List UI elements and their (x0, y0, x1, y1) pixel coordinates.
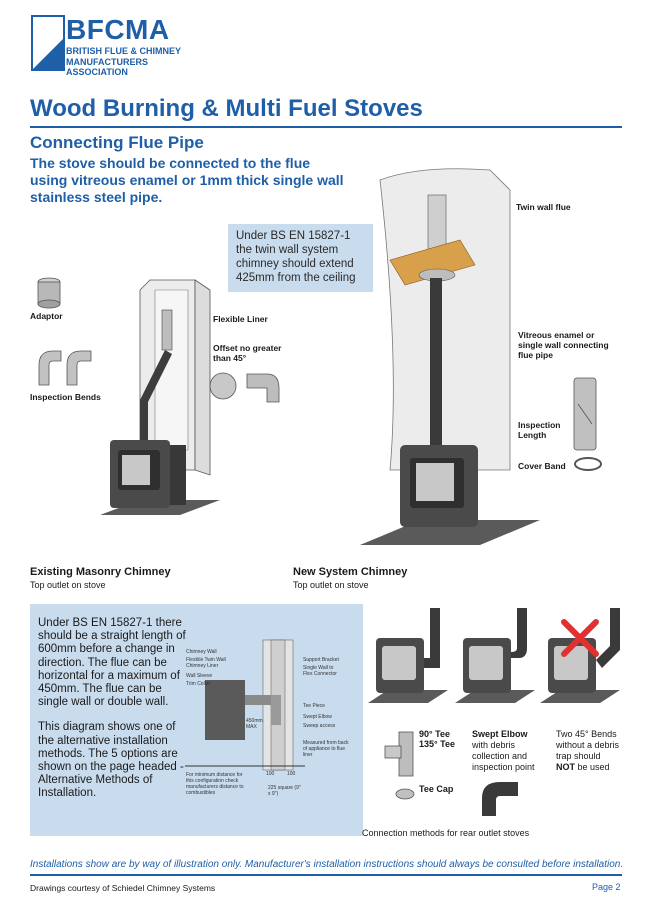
masonry-caption-title: Existing Masonry Chimney (30, 566, 171, 578)
installation-para-1: Under BS EN 15827-1 there should be a st… (38, 617, 186, 709)
dl-combustibles: For minimum distance for this configurat… (186, 772, 244, 796)
dl-squares: 225 square (9" x 9") (268, 785, 301, 797)
dl-sweep-access: Sweep access (303, 723, 336, 729)
dl-wall-sleeve: Wall Sleeve (186, 673, 213, 679)
inspection-bends-icon (38, 350, 92, 386)
adaptor-label: Adaptor (30, 311, 63, 321)
vitreous-label: Vitreous enamel or single wall connectin… (518, 330, 609, 360)
dl-dim-100a: 100 (266, 771, 275, 777)
installation-schematic (185, 639, 305, 771)
offset-label-line-1: Offset no greater (213, 343, 282, 353)
logo-line-1: BRITISH FLUE & CHIMNEY (66, 46, 182, 56)
installation-para-2: This diagram shows one of the alternativ… (38, 721, 184, 800)
dl-support-bracket: Support Bracket (303, 657, 339, 663)
tee-line-1: 90° Tee (419, 729, 450, 739)
masonry-chimney-illustration (100, 279, 220, 515)
inspection-bends-label: Inspection Bends (30, 392, 101, 402)
cover-band-label: Cover Band (518, 461, 566, 471)
footer-disclaimer: Installations show are by way of illustr… (30, 859, 624, 870)
dl-tee-piece: Tee Piece (303, 703, 325, 709)
dl-flex-liner: Flexible Twin Wall Chimney Liner (186, 657, 226, 669)
tee-cap-icon (395, 788, 415, 800)
title-rule (30, 126, 622, 128)
tee-line-2: 135° Tee (419, 739, 455, 749)
system-caption-sub: Top outlet on stove (293, 580, 369, 590)
system-chimney-illustration (360, 168, 540, 545)
swept-elbow-title: Swept Elbow (472, 729, 528, 739)
bends-warning: Two 45° Bends without a debris trap shou… (556, 729, 626, 773)
twin-wall-label: Twin wall flue (516, 202, 571, 212)
rear-outlet-swept-stove (455, 608, 535, 703)
bends-not: NOT (556, 762, 575, 772)
page-title: Wood Burning & Multi Fuel Stoves (30, 95, 423, 122)
tee-piece-icon (384, 731, 414, 777)
installation-panel (30, 604, 363, 836)
vitreous-line-1: Vitreous enamel or (518, 330, 595, 340)
rear-outlet-tee-stove (368, 608, 448, 703)
tee-label: 90° Tee 135° Tee (419, 729, 455, 749)
footer-rule (30, 874, 622, 876)
vitreous-line-3: flue pipe (518, 350, 553, 360)
logo-acronym: BFCMA (66, 14, 170, 45)
bends-line-2: without a debris (556, 740, 620, 750)
inspection-line-2: Length (518, 430, 547, 440)
cover-band-icon (574, 457, 602, 471)
bends-line-3: trap should (556, 751, 601, 761)
tee-cap-label: Tee Cap (419, 784, 454, 794)
swept-elbow-icon (482, 782, 518, 816)
inspection-length-label: Inspection Length (518, 420, 561, 440)
dl-single-wall: Single Wall to Flex Connector (303, 665, 337, 677)
section-intro: The stove should be connected to the flu… (30, 155, 344, 205)
installation-text: Under BS EN 15827-1 there should be a st… (38, 617, 188, 801)
do-not-use-cross-icon (561, 619, 599, 657)
logo-subtitle: BRITISH FLUE & CHIMNEY MANUFACTURERS ASS… (66, 46, 206, 78)
dl-chimney-wall: Chimney Wall (186, 649, 217, 655)
masonry-caption-sub: Top outlet on stove (30, 580, 106, 590)
bends-line-4: be used (577, 762, 610, 772)
rear-outlet-bends-stove (540, 608, 620, 703)
dl-measured: Measured from back of appliance to flue … (303, 740, 349, 758)
swept-elbow-desc: Swept Elbow with debris collection and i… (472, 729, 542, 773)
bends-line-1: Two 45° Bends (556, 729, 617, 739)
flexible-liner-label: Flexible Liner (213, 314, 268, 324)
swept-elbow-text: with debris collection and inspection po… (472, 740, 535, 772)
offset-label: Offset no greater than 45° (213, 343, 282, 363)
offset-bends-icon (209, 372, 280, 403)
dl-trim-collar: Trim Collar (186, 681, 211, 687)
logo-line-2: MANUFACTURERS (66, 56, 148, 67)
logo-mark (31, 15, 65, 71)
system-caption-title: New System Chimney (293, 566, 408, 578)
rear-outlet-caption: Connection methods for rear outlet stove… (362, 828, 530, 838)
adaptor-icon (37, 277, 61, 309)
inspection-length-icon (573, 377, 597, 451)
extension-callout: Under BS EN 15827-1 the twin wall system… (228, 224, 373, 292)
section-subtitle: Connecting Flue Pipe (30, 133, 204, 152)
dl-max-450: 450mm MAX (246, 718, 263, 730)
logo-line-3: ASSOCIATION (66, 67, 128, 77)
footer-credit: Drawings courtesy of Schiedel Chimney Sy… (30, 883, 216, 893)
vitreous-line-2: single wall connecting (518, 340, 609, 350)
dl-dim-100b: 100 (287, 771, 296, 777)
page-number: Page 2 (592, 882, 621, 892)
dl-swept-elbow: Swept Elbow (303, 714, 332, 720)
inspection-line-1: Inspection (518, 420, 561, 430)
offset-label-line-2: than 45° (213, 353, 247, 363)
